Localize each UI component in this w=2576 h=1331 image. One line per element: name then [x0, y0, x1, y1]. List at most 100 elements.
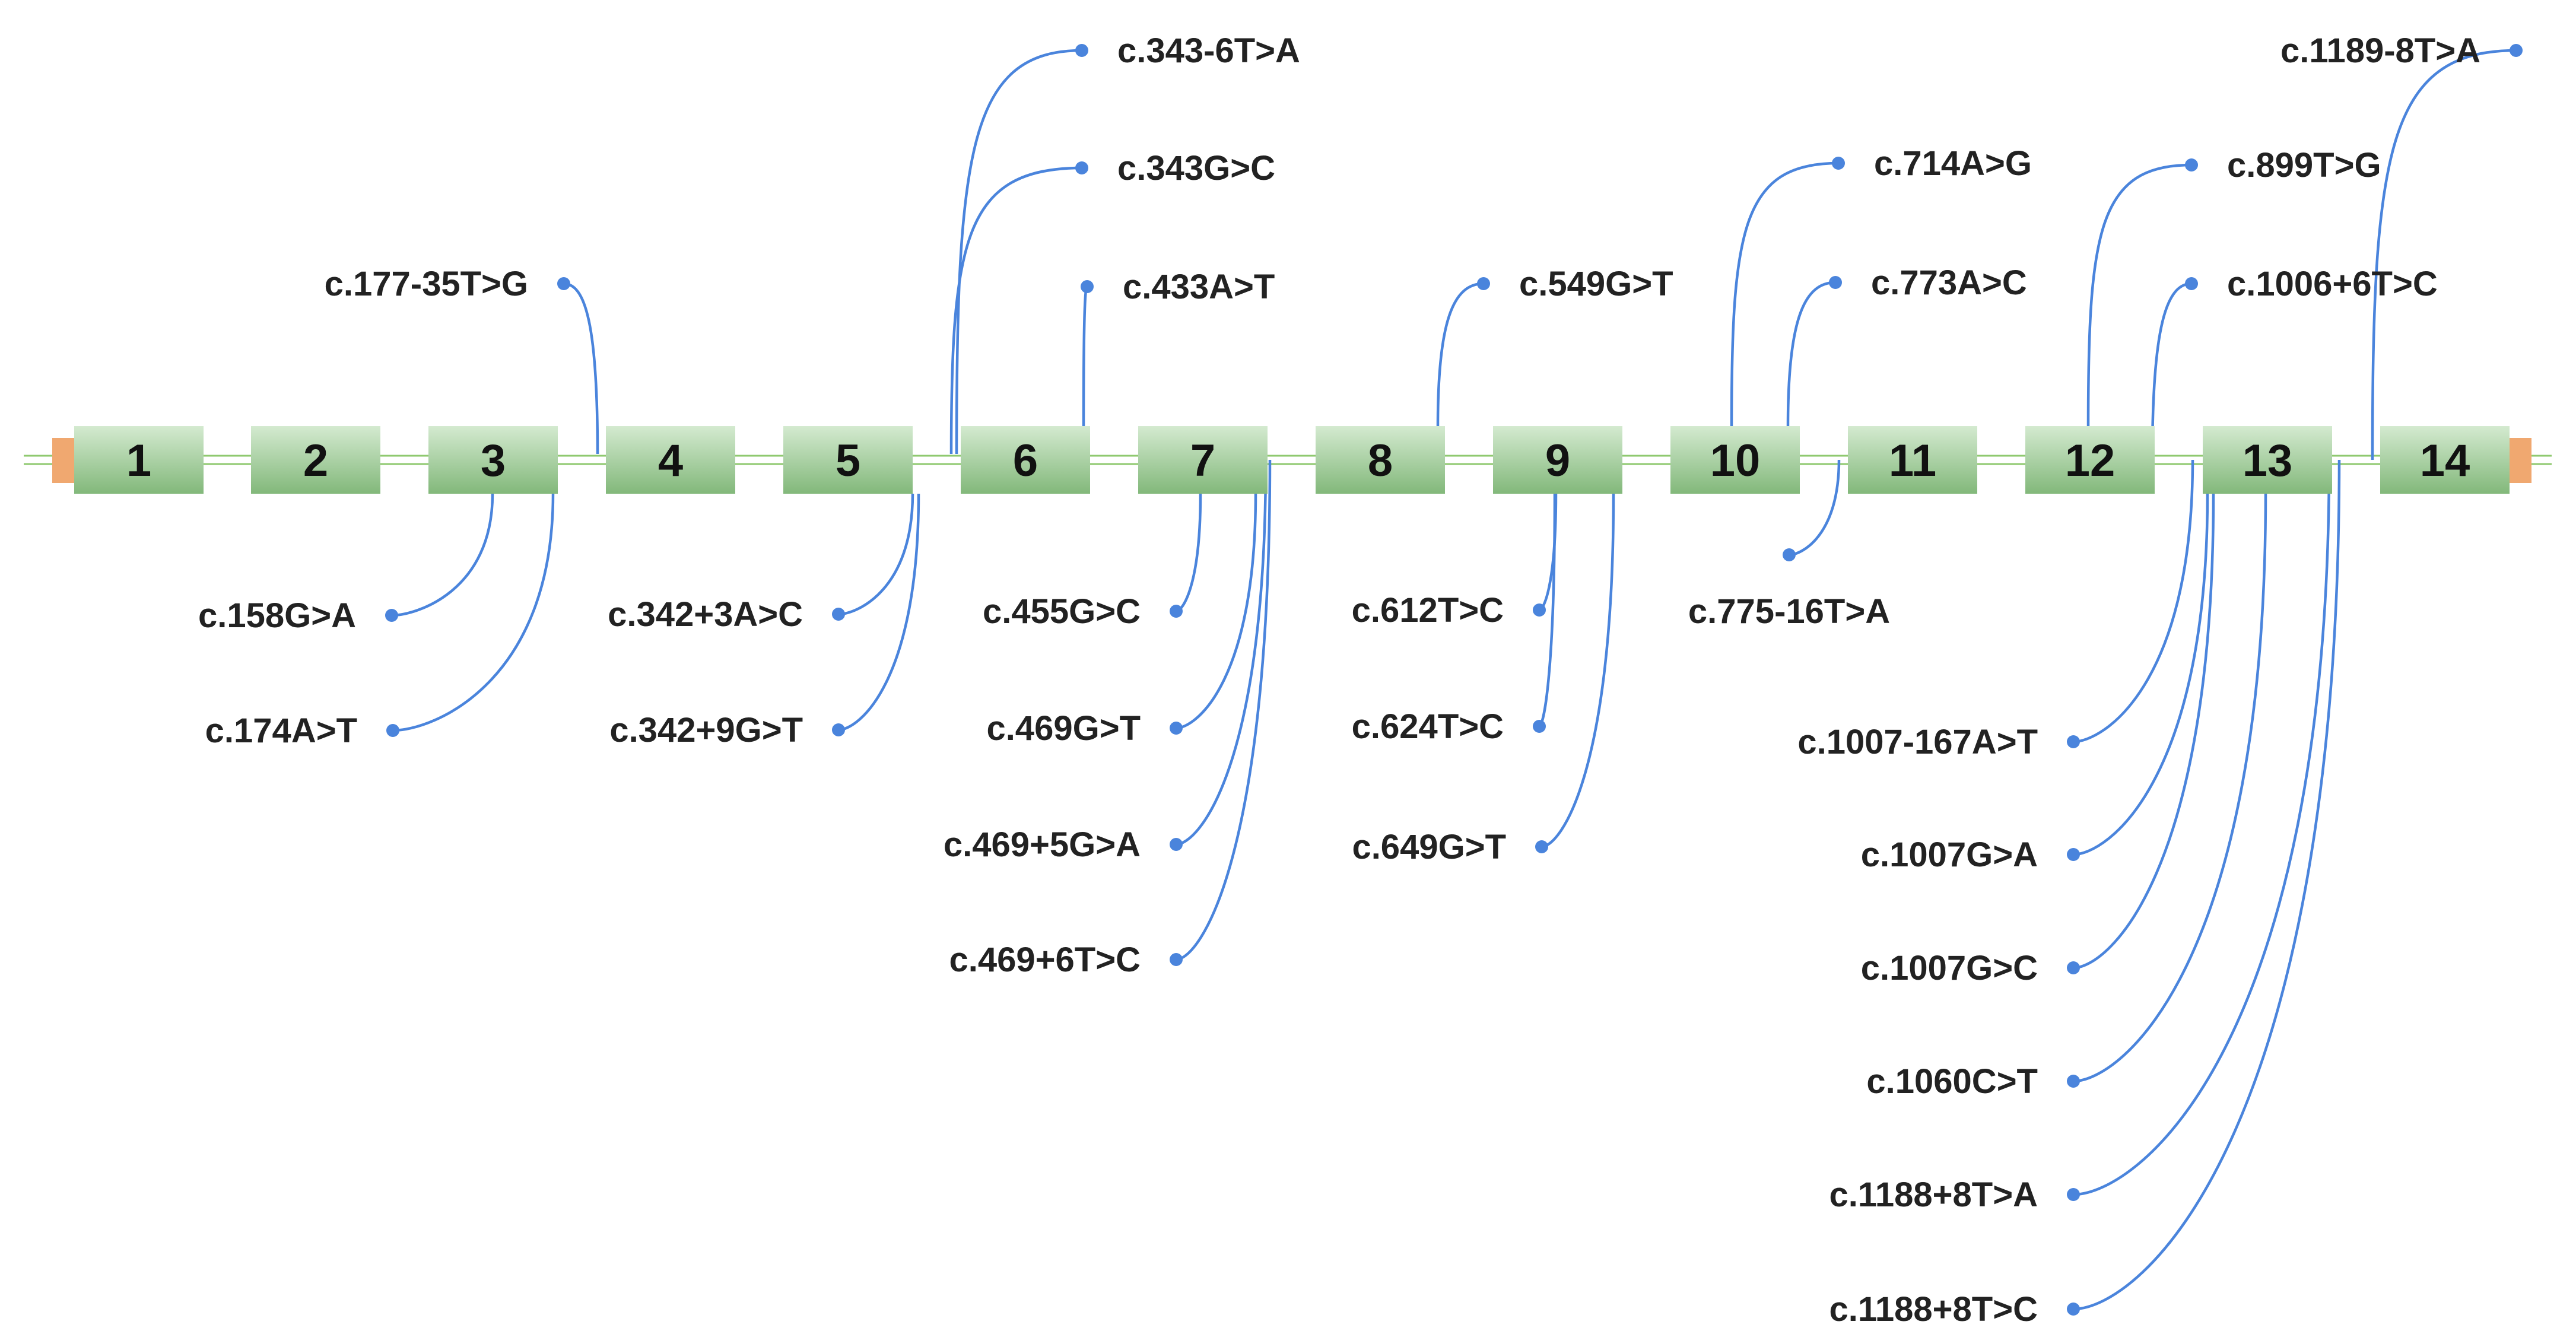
variant-dot-c-612t-c[interactable] — [1533, 603, 1546, 617]
variant-dot-c-624t-c[interactable] — [1533, 720, 1546, 733]
variant-dot-c-469-5g-a[interactable] — [1170, 838, 1183, 851]
variant-dot-c-775-16t-a[interactable] — [1783, 548, 1796, 561]
variant-label-c-433a-t: c.433A>T — [1123, 268, 1275, 306]
variant-label-c-1188-8t-c: c.1188+8T>C — [1829, 1290, 2038, 1329]
exon-10-label: 10 — [1710, 436, 1761, 486]
variant-label-c-455g-c: c.455G>C — [983, 592, 1141, 631]
exon-4-box — [606, 426, 735, 494]
variant-line-c-1007g-c — [2073, 493, 2215, 970]
variant-dot-c-899t-g[interactable] — [2185, 158, 2198, 171]
exon-14-box — [2380, 426, 2510, 494]
variant-label-c-177-35t-g: c.177-35T>G — [325, 265, 528, 303]
variant-label-c-612t-c: c.612T>C — [1352, 591, 1504, 630]
variant-dot-c-1189-8t-a[interactable] — [2510, 44, 2523, 57]
exon-13-box — [2203, 426, 2332, 494]
variant-line-c-342-9g-t — [838, 493, 920, 732]
variant-line-c-1007g-a — [2073, 493, 2209, 856]
variant-dot-c-649g-t[interactable] — [1535, 840, 1548, 853]
utr-3prime — [2510, 438, 2531, 483]
variant-line-c-1060c-t — [2073, 493, 2267, 1083]
exon-10-box — [1670, 426, 1800, 494]
utr-5prime — [52, 438, 74, 483]
lollipop-lines — [391, 49, 2517, 1311]
variant-dot-c-433a-t[interactable] — [1081, 280, 1094, 293]
variant-label-c-1189-8t-a: c.1189-8T>A — [2280, 31, 2480, 70]
variant-dot-c-343-6t-a[interactable] — [1075, 44, 1088, 57]
variant-line-c-1007-167a-t — [2073, 459, 2194, 744]
exon-13-label: 13 — [2243, 436, 2293, 486]
variant-line-c-469-6t-c — [1176, 459, 1272, 961]
exon-6-box — [961, 426, 1090, 494]
variant-dot-c-714a-g[interactable] — [1832, 157, 1845, 170]
variant-dot-c-342-9g-t[interactable] — [832, 723, 845, 736]
gene-backbone — [24, 438, 2552, 483]
variant-dot-c-1007g-c[interactable] — [2067, 961, 2080, 974]
exon-9-label: 9 — [1545, 436, 1570, 486]
variant-dot-c-1006-6t-c[interactable] — [2185, 277, 2198, 290]
exon-1-box — [74, 426, 204, 494]
exon-1-label: 1 — [126, 436, 151, 486]
variant-label-c-714a-g: c.714A>G — [1874, 144, 2032, 183]
variant-label-c-174a-t: c.174A>T — [205, 711, 357, 750]
variant-label-c-342-3a-c: c.342+3A>C — [608, 595, 803, 634]
variant-dot-c-1007-167a-t[interactable] — [2067, 735, 2080, 748]
variant-line-c-158g-a — [391, 493, 494, 617]
variant-label-c-158g-a: c.158G>A — [198, 596, 356, 635]
exon-6-label: 6 — [1013, 436, 1038, 486]
variant-label-c-549g-t: c.549G>T — [1519, 265, 1673, 303]
variant-dot-c-1188-8t-c[interactable] — [2067, 1303, 2080, 1316]
exon-5-label: 5 — [836, 436, 860, 486]
variant-dot-c-1007g-a[interactable] — [2067, 848, 2080, 861]
variant-dot-c-158g-a[interactable] — [385, 609, 398, 622]
exon-7-box — [1138, 426, 1268, 494]
variant-dot-c-455g-c[interactable] — [1170, 605, 1183, 618]
variant-dot-c-342-3a-c[interactable] — [832, 608, 845, 621]
variant-line-c-469-5g-a — [1176, 459, 1268, 846]
variant-dot-c-549g-t[interactable] — [1477, 277, 1490, 290]
variant-line-c-343-6t-a — [955, 49, 1082, 455]
variant-label-c-1060c-t: c.1060C>T — [1866, 1062, 2038, 1101]
lollipop-heads — [385, 44, 2523, 1316]
variant-dot-c-1188-8t-a[interactable] — [2067, 1188, 2080, 1201]
variant-label-c-469-5g-a: c.469+5G>A — [944, 825, 1141, 864]
variant-line-c-1006-6t-c — [2151, 282, 2192, 460]
variant-line-c-899t-g — [2086, 163, 2192, 427]
variant-dot-c-469-6t-c[interactable] — [1170, 953, 1183, 966]
variant-label-c-343g-c: c.343G>C — [1117, 149, 1275, 188]
variant-label-c-1007g-a: c.1007G>A — [1861, 836, 2038, 874]
variant-dot-c-343g-c[interactable] — [1075, 161, 1088, 174]
variant-label-c-469-6t-c: c.469+6T>C — [949, 941, 1141, 979]
variant-label-c-343-6t-a: c.343-6T>A — [1117, 31, 1300, 70]
exon-11-label: 11 — [1889, 436, 1936, 486]
variant-label-c-469g-t: c.469G>T — [986, 709, 1141, 748]
variant-line-c-174a-t — [392, 493, 555, 732]
exon-11-box — [1848, 426, 1977, 494]
variant-label-c-342-9g-t: c.342+9G>T — [609, 711, 803, 749]
variant-label-c-899t-g: c.899T>G — [2227, 146, 2381, 185]
variant-dot-c-1060c-t[interactable] — [2067, 1075, 2080, 1088]
variant-dot-c-174a-t[interactable] — [386, 724, 399, 737]
variant-line-c-649g-t — [1541, 493, 1615, 849]
variant-label-c-1006-6t-c: c.1006+6T>C — [2227, 265, 2438, 303]
variant-line-c-1188-8t-c — [2073, 459, 2341, 1311]
exon-9-box — [1493, 426, 1622, 494]
variant-labels: c.177-35T>G c.343-6T>A c.343G>C c.433A>T c.5… — [198, 31, 2480, 1329]
exon-8-label: 8 — [1368, 436, 1393, 486]
exon-7-label: 7 — [1190, 436, 1215, 486]
variant-dot-c-177-35t-g[interactable] — [557, 277, 570, 290]
variant-line-c-1189-8t-a — [2371, 49, 2517, 460]
exon-14-label: 14 — [2420, 436, 2470, 486]
variant-line-c-773a-c — [1786, 281, 1836, 427]
variant-dot-c-469g-t[interactable] — [1170, 722, 1183, 735]
variant-label-c-773a-c: c.773A>C — [1871, 263, 2027, 302]
variant-dot-c-773a-c[interactable] — [1829, 276, 1842, 289]
exon-2-box — [251, 426, 380, 494]
variant-line-c-177-35t-g — [563, 282, 599, 455]
exon-12-box — [2025, 426, 2155, 494]
variant-label-c-775-16t-a: c.775-16T>A — [1688, 592, 1890, 631]
exon-8-box — [1316, 426, 1445, 494]
variant-label-c-1007g-c: c.1007G>C — [1861, 949, 2038, 987]
exon-2-label: 2 — [303, 436, 328, 486]
